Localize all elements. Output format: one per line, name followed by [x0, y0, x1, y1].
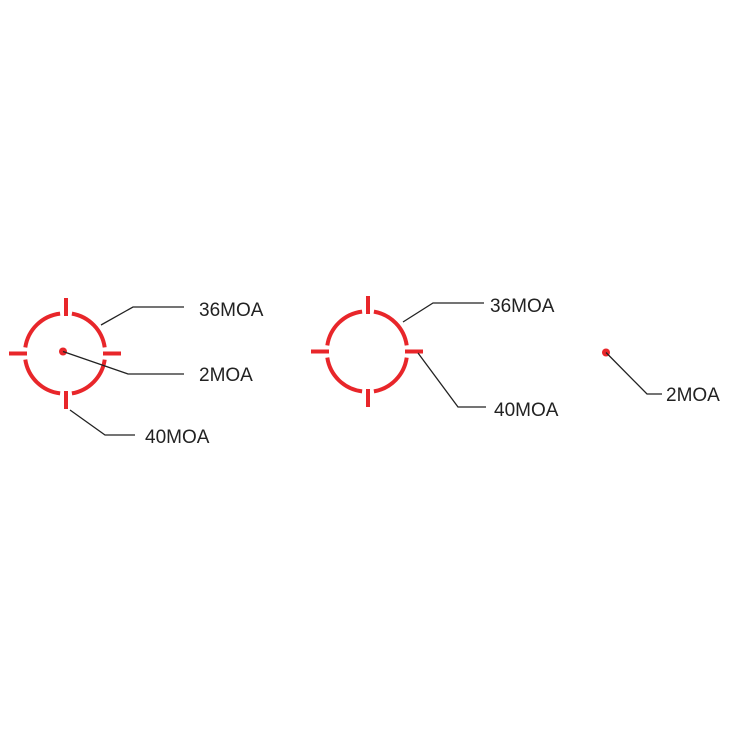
- label-2moa: 2MOA: [199, 365, 253, 386]
- circle-reticle-ring: [311, 296, 423, 407]
- label-40moa: 40MOA: [145, 427, 210, 448]
- leader-40moa-2: [417, 352, 486, 408]
- circle-dot-reticle: 36MOA 2MOA 40MOA: [9, 298, 264, 448]
- label-36moa: 36MOA: [199, 300, 264, 321]
- circle-dot-reticle-ring: [9, 298, 121, 409]
- circle-reticle: 36MOA 40MOA: [311, 296, 559, 421]
- leader-2moa-1: [62, 350, 184, 375]
- label-40moa: 40MOA: [494, 400, 559, 421]
- leader-40moa-1: [69, 409, 135, 436]
- label-2moa: 2MOA: [666, 385, 720, 406]
- leader-36moa-2: [402, 302, 484, 323]
- leader-36moa-1: [100, 306, 184, 326]
- dot-reticle: 2MOA: [602, 348, 720, 406]
- leader-2moa-3: [605, 352, 662, 395]
- label-36moa: 36MOA: [490, 296, 555, 317]
